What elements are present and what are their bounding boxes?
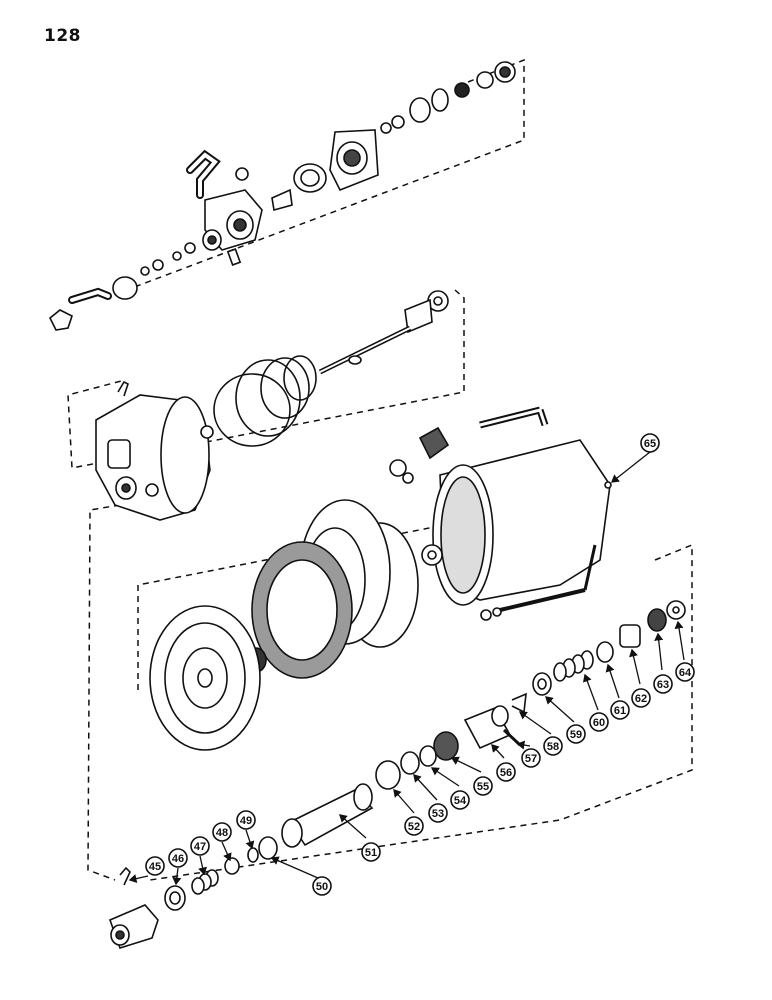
leader-51 — [339, 814, 367, 839]
callout-65: 65 — [640, 433, 660, 453]
callout-label-55: 55 — [477, 781, 489, 793]
leader-65 — [610, 451, 651, 483]
callout-55: 55 — [473, 776, 493, 796]
leader-56 — [491, 744, 505, 759]
callout-62: 62 — [631, 688, 651, 708]
callout-label-53: 53 — [432, 808, 444, 820]
callout-47: 47 — [190, 836, 210, 856]
leader-46 — [172, 867, 182, 886]
leader-58 — [518, 711, 552, 735]
callout-60: 60 — [589, 712, 609, 732]
cylinder-assembly — [149, 406, 611, 751]
leader-47 — [198, 855, 208, 876]
callout-label-62: 62 — [635, 693, 647, 705]
leader-55 — [450, 756, 482, 773]
callout-label-45: 45 — [149, 861, 161, 873]
leader-64 — [674, 620, 685, 661]
callout-label-63: 63 — [657, 679, 669, 691]
callout-63: 63 — [653, 674, 673, 694]
leader-63 — [654, 632, 664, 671]
leader-53 — [413, 774, 438, 801]
callout-label-49: 49 — [240, 815, 252, 827]
callout-51: 51 — [361, 842, 381, 862]
leader-61 — [605, 663, 620, 699]
callout-label-60: 60 — [593, 717, 605, 729]
callout-label-50: 50 — [316, 881, 328, 893]
leader-50 — [270, 856, 319, 879]
callout-49: 49 — [236, 810, 256, 830]
leader-57 — [516, 740, 531, 750]
callout-52: 52 — [404, 816, 424, 836]
callout-label-54: 54 — [454, 795, 467, 807]
callout-label-57: 57 — [525, 753, 537, 765]
leader-52 — [393, 789, 415, 814]
leader-60 — [582, 673, 599, 711]
callout-label-46: 46 — [172, 853, 184, 865]
callout-46: 46 — [168, 848, 188, 868]
leader-49 — [245, 829, 255, 850]
callout-label-58: 58 — [547, 741, 559, 753]
callout-leaders — [128, 451, 685, 886]
callout-58: 58 — [543, 736, 563, 756]
callout-54: 54 — [450, 790, 470, 810]
leader-48 — [221, 841, 232, 862]
callout-label-51: 51 — [365, 847, 377, 859]
callout-label-59: 59 — [570, 729, 582, 741]
callout-64: 64 — [675, 662, 695, 682]
callout-label-65: 65 — [644, 438, 656, 450]
callout-label-48: 48 — [216, 827, 228, 839]
page-number: 128 — [44, 26, 81, 46]
callout-53: 53 — [428, 803, 448, 823]
callout-50: 50 — [312, 876, 332, 896]
callout-45: 45 — [145, 856, 165, 876]
relay-valve-assembly — [48, 61, 516, 331]
shaft-assembly — [108, 481, 686, 949]
callout-59: 59 — [566, 724, 586, 744]
callout-57: 57 — [521, 748, 541, 768]
callout-label-47: 47 — [194, 841, 206, 853]
leader-54 — [430, 767, 460, 787]
callout-56: 56 — [496, 762, 516, 782]
leader-59 — [545, 696, 575, 723]
leader-62 — [629, 648, 641, 685]
callout-bubbles: 65 64 63 62 61 60 59 58 57 56 55 54 53 5… — [145, 433, 695, 896]
leader-45 — [128, 874, 149, 884]
callout-label-52: 52 — [408, 821, 420, 833]
callout-61: 61 — [610, 700, 630, 720]
callout-label-64: 64 — [679, 667, 692, 679]
spring-and-pushrod-assembly — [95, 290, 449, 521]
callout-label-56: 56 — [500, 767, 512, 779]
callout-48: 48 — [212, 822, 232, 842]
callout-label-61: 61 — [614, 705, 626, 717]
